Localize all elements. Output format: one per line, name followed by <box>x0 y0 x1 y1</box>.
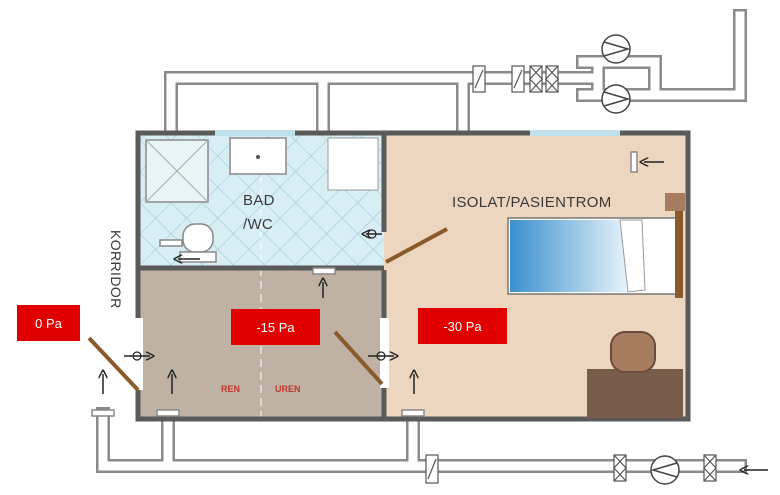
pressure-badge-anteroom: -15 Pa <box>231 309 320 345</box>
bed-blanket <box>510 220 628 292</box>
damper-icon <box>472 65 486 93</box>
flow-symbols <box>132 229 386 361</box>
supply-valve-ante <box>156 409 180 417</box>
damper-icon <box>425 454 439 484</box>
patient-room-label: ISOLAT/PASIENTROM <box>452 194 612 211</box>
filter-icon <box>545 65 559 93</box>
bath-cabinet <box>327 137 379 191</box>
pressure-badge-patient-room: -30 Pa <box>418 308 507 344</box>
damper-icon <box>511 65 525 93</box>
toilet <box>182 223 214 253</box>
bathroom-label-line2: /WC <box>243 216 274 233</box>
flow-symbol <box>367 229 377 239</box>
fan-icon <box>601 84 631 114</box>
pillow <box>619 219 646 293</box>
fans <box>601 34 680 485</box>
extract-valve-ante <box>312 267 336 275</box>
filter-icon <box>613 454 627 482</box>
desk <box>587 369 683 418</box>
bathroom-door-icon <box>385 227 448 264</box>
corridor-door-icon <box>87 336 140 392</box>
extract-valve-patient <box>630 151 638 173</box>
airflow-arrows <box>103 162 768 470</box>
armchair <box>610 331 656 373</box>
air-terminals <box>91 151 638 417</box>
fan-icon <box>601 34 631 64</box>
sink-drain <box>256 155 260 159</box>
window <box>530 130 620 136</box>
headboard <box>675 208 683 298</box>
filter-icon <box>529 65 543 93</box>
corridor-label: KORRIDOR <box>108 230 124 309</box>
window <box>215 130 295 136</box>
clean-zone-label: REN <box>221 384 241 394</box>
pressure-badge-corridor: 0 Pa <box>17 305 80 341</box>
shower-diag <box>145 139 209 203</box>
supply-valve-corridor <box>91 409 115 417</box>
outer-wall <box>135 130 691 422</box>
extract-valve-bath <box>159 239 183 247</box>
dampers <box>425 65 717 484</box>
supply-valve-patient <box>401 409 425 417</box>
flow-symbol <box>376 351 386 361</box>
floor-plan <box>87 130 691 422</box>
bathroom-label-line1: BAD <box>243 192 275 209</box>
anteroom-door-icon <box>333 330 384 386</box>
toilet-tank <box>179 251 217 263</box>
door-opening <box>134 318 143 390</box>
door-opening <box>380 318 389 388</box>
unclean-zone-label: UREN <box>275 384 301 394</box>
bedside-table <box>665 193 685 211</box>
flow-symbol <box>132 351 142 361</box>
filter-icon <box>703 454 717 482</box>
fan-icon <box>650 455 680 485</box>
